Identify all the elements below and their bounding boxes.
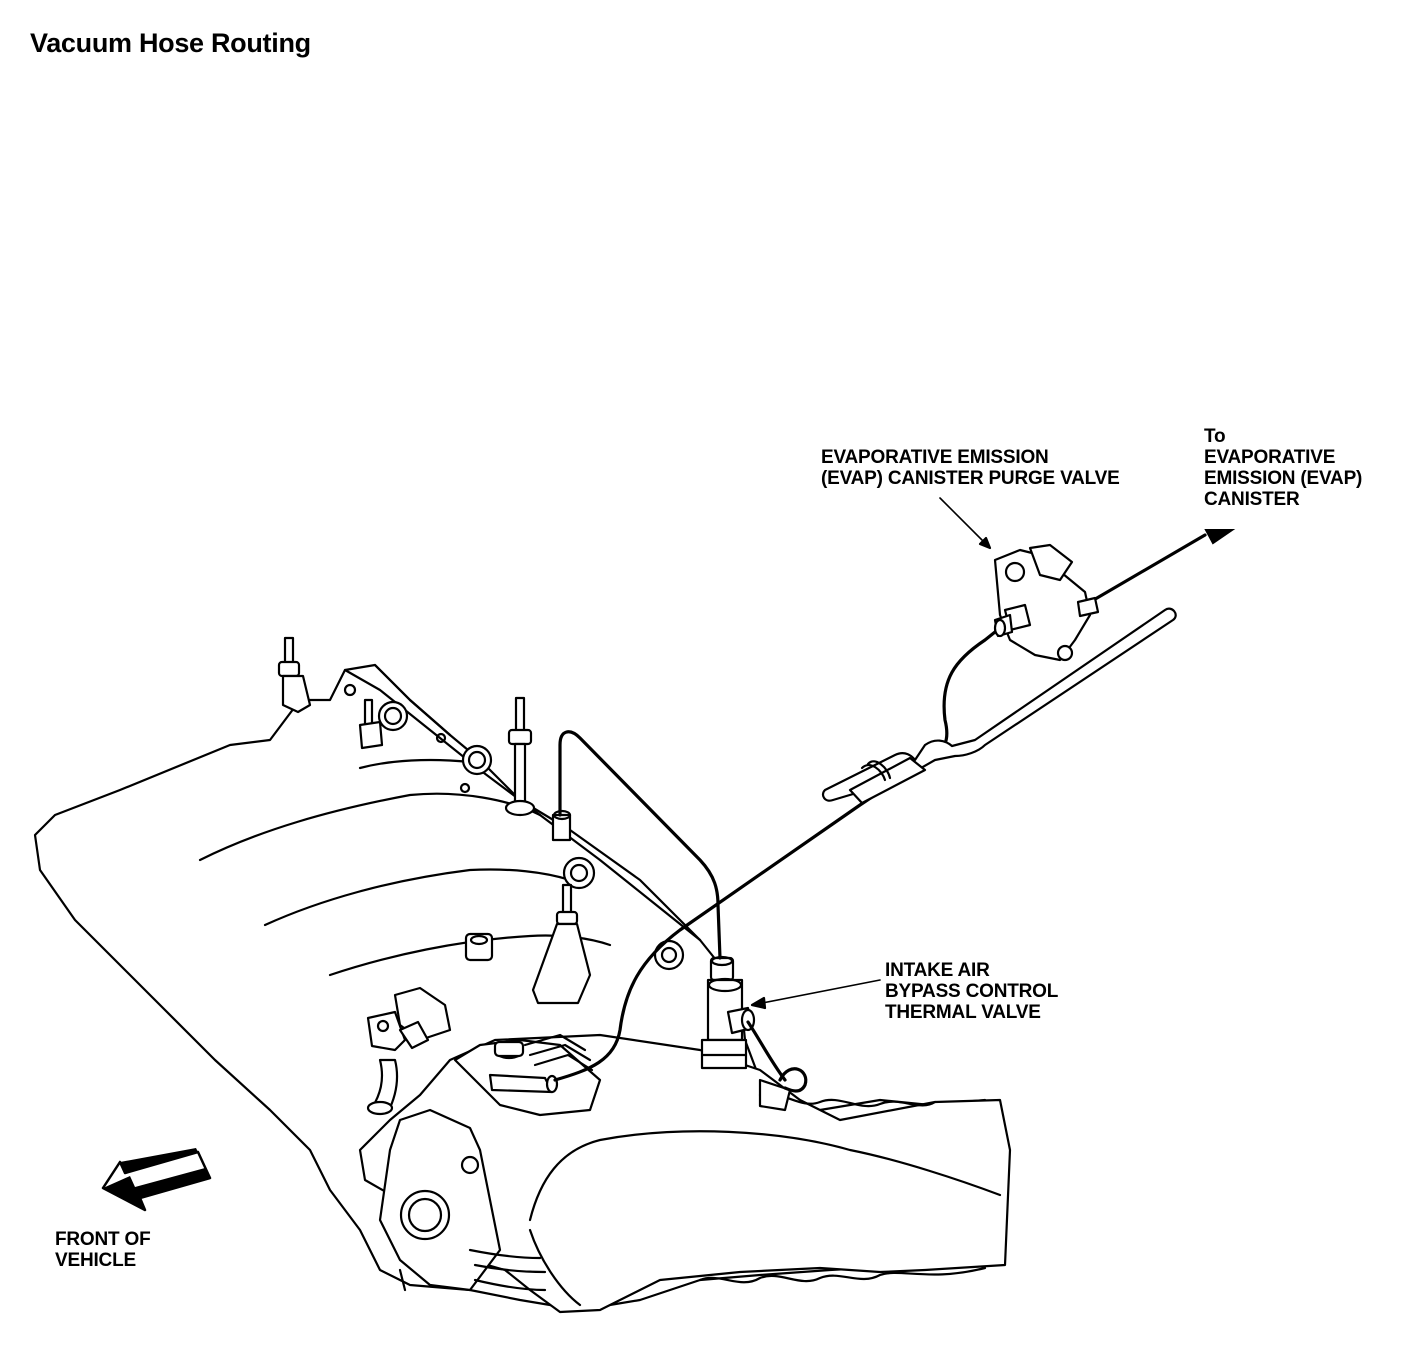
- purge-valve: [993, 543, 1100, 662]
- vacuum-hoses: [551, 533, 1207, 1082]
- vapor-pipe: [821, 607, 1177, 805]
- manifold-studs: [277, 636, 592, 1005]
- canister-label: To EVAPORATIVE EMISSION (EVAP) CANISTER: [1204, 426, 1363, 510]
- purge-valve-label: EVAPORATIVE EMISSION (EVAP) CANISTER PUR…: [821, 447, 1120, 489]
- thermal-valve-label: INTAKE AIR BYPASS CONTROL THERMAL VALVE: [885, 960, 1059, 1023]
- front-of-vehicle-arrow-icon: [101, 1148, 212, 1212]
- direction-arrow-icon: [1204, 529, 1236, 545]
- throttle-body: [358, 1033, 1012, 1314]
- sensor-connectors: [366, 986, 452, 1116]
- leader-lines: [750, 497, 992, 1010]
- front-of-vehicle-label: FRONT OF VEHICLE: [55, 1229, 151, 1271]
- thermal-valve: [700, 955, 808, 1112]
- page-title: Vacuum Hose Routing: [30, 28, 311, 58]
